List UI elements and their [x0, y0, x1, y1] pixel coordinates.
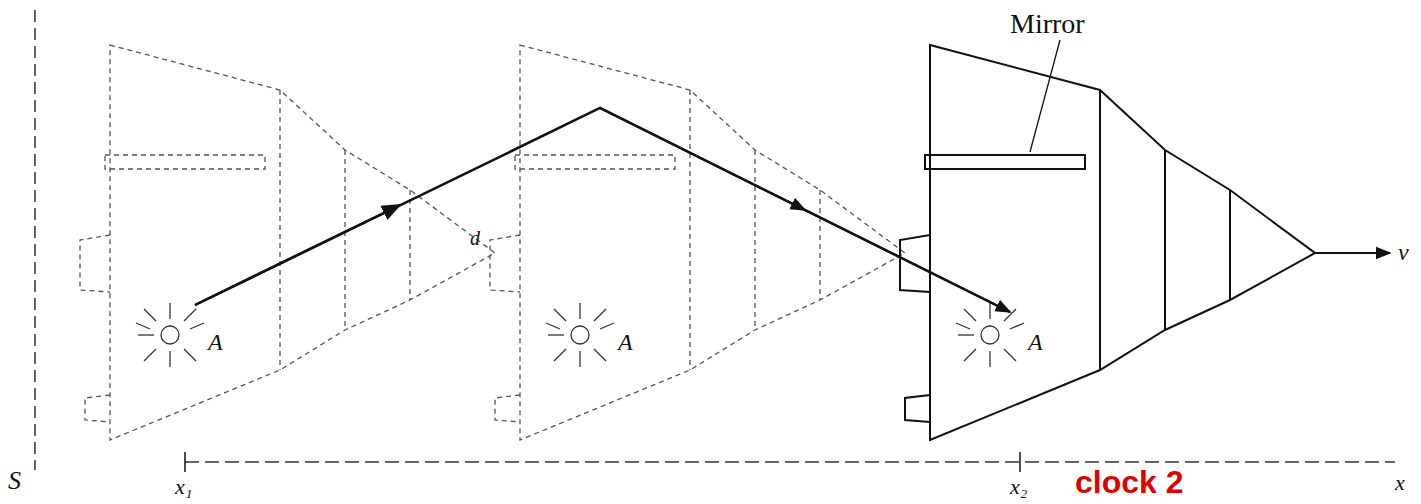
frame-label: S	[8, 468, 21, 494]
velocity-label: v	[1398, 240, 1409, 264]
part-label: Mirror	[1010, 10, 1085, 38]
clock-label: clock 2	[1075, 466, 1184, 498]
distance-label: d	[470, 228, 480, 248]
source-label: A	[208, 330, 223, 354]
position-label: x₂	[1010, 476, 1027, 498]
axis-label: x	[1395, 472, 1405, 494]
position-label: x₁	[175, 476, 192, 498]
source-label: A	[1028, 330, 1043, 354]
source-label: A	[618, 330, 633, 354]
